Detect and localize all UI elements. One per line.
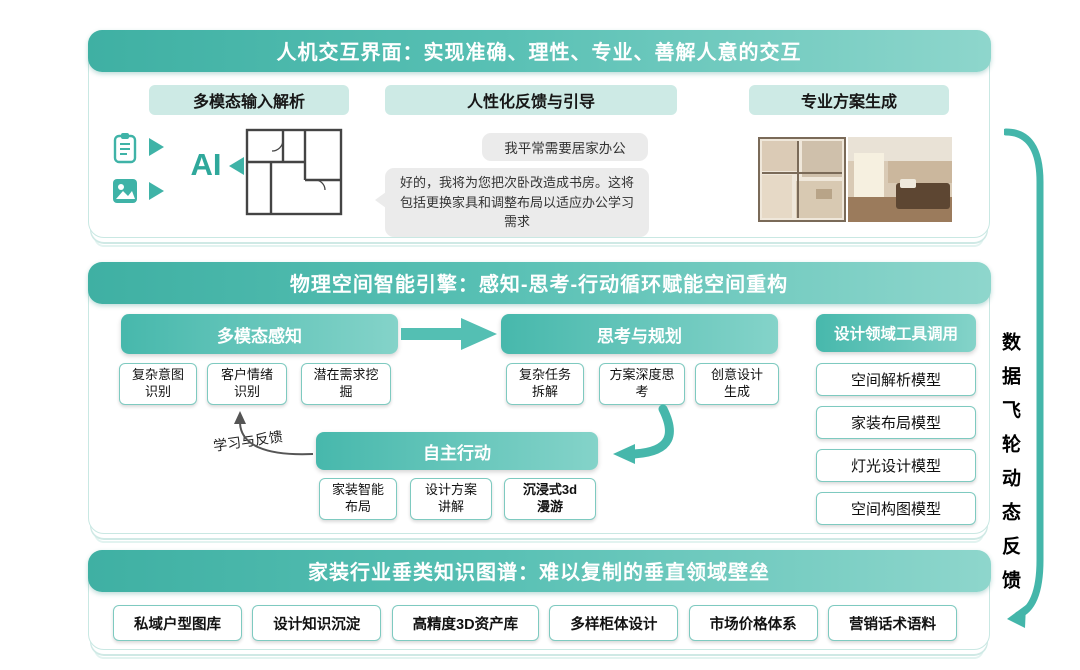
section-hci-header: 人机交互界面：实现准确、理性、专业、善解人意的交互 [87,29,991,72]
knowledge-card: 营销话术语料 [827,605,957,641]
thinking-item: 复杂任务拆解 [506,363,584,405]
section-hci: 人机交互界面：实现准确、理性、专业、善解人意的交互 多模态输入解析 人性化反馈与… [87,29,991,238]
feedback-arrowhead [234,411,246,424]
section-hci-title: 人机交互界面：实现准确、理性、专业、善解人意的交互 [276,42,802,64]
column-professional-plan: 专业方案生成 [749,85,949,115]
section-knowledge-title: 家装行业垂类知识图谱：难以复制的垂直领域壁垒 [308,562,770,584]
section-engine-header: 物理空间智能引擎：感知-思考-行动循环赋能空间重构 [87,261,991,304]
feedback-label: 学习与反馈 [212,428,284,454]
thinking-box: 思考与规划 [501,314,778,354]
perception-item: 复杂意图识别 [119,363,197,405]
knowledge-card: 市场价格体系 [688,605,818,641]
knowledge-card: 设计知识沉淀 [252,605,382,641]
thinking-item: 方案深度思考 [599,363,685,405]
knowledge-card: 高精度3D资产库 [391,605,540,641]
tool-model-card: 灯光设计模型 [816,449,976,482]
column-humanized-feedback: 人性化反馈与引导 [385,85,677,115]
thinking-to-action-arrow [628,404,674,459]
knowledge-card: 私域户型图库 [113,605,242,641]
flywheel-arrow [1004,128,1044,628]
floorplan-sketch-image [245,128,343,216]
section-knowledge: 家装行业垂类知识图谱：难以复制的垂直领域壁垒 私域户型图库 设计知识沉淀 高精度… [87,549,991,650]
section-knowledge-header: 家装行业垂类知识图谱：难以复制的垂直领域壁垒 [87,549,991,592]
arrow-right-icon [149,138,164,156]
interior-render-image [848,137,952,222]
document-icon [113,133,137,164]
perception-item: 客户情绪识别 [207,363,287,405]
tools-header-box: 设计领域工具调用 [816,314,976,352]
ai-label: AI [190,147,222,182]
perception-box: 多模态感知 [121,314,398,354]
action-item: 设计方案讲解 [410,478,492,520]
tool-model-card: 空间解析模型 [816,363,976,396]
perception-item: 潜在需求挖掘 [301,363,391,405]
image-icon [113,179,137,203]
assistant-chat-bubble: 好的，我将为您把次卧改造成书房。这将包括更换家具和调整布局以适应办公学习需求 [375,168,649,237]
data-flywheel-label: 数据飞轮动态反馈 [999,332,1020,604]
action-item: 家装智能布局 [319,478,397,520]
tool-model-card: 空间构图模型 [816,492,976,525]
perception-to-thinking-arrow [401,318,497,350]
column-multimodal-input: 多模态输入解析 [149,85,349,115]
section-engine-title: 物理空间智能引擎：感知-思考-行动循环赋能空间重构 [289,274,789,296]
knowledge-card-row: 私域户型图库 设计知识沉淀 高精度3D资产库 多样柜体设计 市场价格体系 营销话… [113,605,957,641]
knowledge-card: 多样柜体设计 [549,605,679,641]
thinking-to-action-arrowhead [613,444,635,464]
section-engine: 物理空间智能引擎：感知-思考-行动循环赋能空间重构 多模态感知 思考与规划 设计… [87,261,991,534]
action-box: 自主行动 [316,432,598,470]
arrow-right-icon [149,182,164,200]
user-chat-bubble: 我平常需要居家办公 [482,133,648,161]
action-item: 沉浸式3d漫游 [504,478,596,520]
tool-model-card: 家装布局模型 [816,406,976,439]
arrow-left-icon [229,157,244,175]
thinking-item: 创意设计生成 [695,363,779,405]
floorplan-color-image [758,137,846,222]
